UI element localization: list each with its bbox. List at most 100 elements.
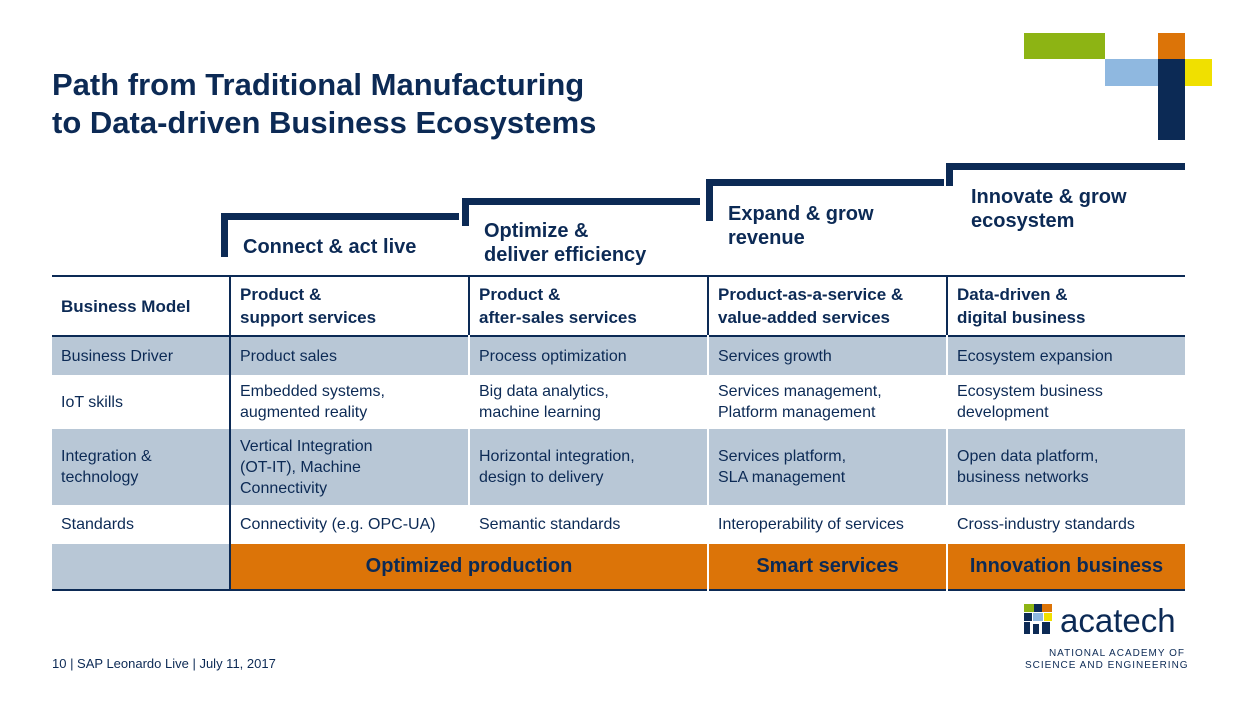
table-cell-line: Platform management: [718, 404, 876, 421]
table-cell-line: development: [957, 404, 1049, 421]
table-row: Business Driver Product sales Process op…: [52, 337, 1185, 375]
decor-square-green: [1024, 33, 1105, 59]
header-cell-line: after-sales services: [479, 308, 637, 327]
header-cell-line: Data-driven &: [957, 285, 1068, 304]
outcome-label: Smart services: [756, 555, 899, 577]
row-label-text: Standards: [61, 516, 134, 533]
table-header-row: Business Model Product & support service…: [52, 277, 1185, 335]
table-cell-line: Services growth: [718, 347, 832, 365]
page-title: Path from Traditional Manufacturing to D…: [52, 66, 812, 142]
acatech-subtitle-line: NATIONAL ACADEMY OF: [1048, 648, 1185, 659]
table-cell-line: Services platform,: [718, 448, 847, 465]
step-bracket-top: [221, 213, 459, 220]
table-cell: Interoperability of services: [709, 505, 946, 544]
decor-square-yellow: [1185, 59, 1212, 86]
header-cell-line: support services: [240, 308, 377, 327]
table-cell-line: Ecosystem expansion: [957, 347, 1113, 365]
step-innovate: Innovate & grow ecosystem: [946, 163, 1185, 263]
table-cell-line: SLA management: [718, 469, 846, 486]
step-bracket-top: [946, 163, 1185, 170]
page-title-line2: to Data-driven Business Ecosystems: [52, 105, 597, 140]
table-cell-line: augmented reality: [240, 404, 368, 421]
outcome-label: Optimized production: [365, 555, 573, 577]
step-label-line: deliver efficiency: [484, 244, 647, 266]
step-label-line: Optimize &: [484, 220, 589, 242]
step-optimize: Optimize & deliver efficiency: [462, 198, 700, 273]
table-cell: Services management, Platform management: [709, 375, 946, 429]
table-bottom-rule: [52, 589, 1185, 591]
table-column-rule: [707, 275, 709, 335]
acatech-logo: acatech NATIONAL ACADEMY OF SCIENCE AND …: [1020, 600, 1190, 680]
table-row: Standards Connectivity (e.g. OPC-UA) Sem…: [52, 505, 1185, 544]
step-label-line: revenue: [728, 227, 805, 249]
outcome-smart-services: Smart services: [709, 544, 946, 589]
row-label-text: IoT skills: [61, 393, 123, 411]
table-column-rule: [946, 275, 948, 335]
outcome-label: Innovation business: [969, 555, 1164, 577]
outcome-innovation-business: Innovation business: [948, 544, 1185, 589]
table-cell-line: business networks: [957, 469, 1089, 486]
step-bracket-top: [706, 179, 944, 186]
table-cell-line: Semantic standards: [479, 516, 621, 533]
decor-square-navy: [1158, 59, 1185, 140]
business-model-table: Business Model Product & support service…: [52, 275, 1185, 591]
header-cell-line: Product-as-a-service &: [718, 285, 904, 304]
table-cell: Semantic standards: [470, 505, 707, 544]
row-label: Business Model: [52, 277, 229, 335]
table-cell-line: Connectivity: [240, 479, 328, 497]
outcome-row: Optimized production Smart services Inno…: [52, 544, 1185, 589]
table-cell: Big data analytics, machine learning: [470, 375, 707, 429]
table-cell-line: Ecosystem business: [957, 383, 1103, 400]
header-cell-line: Product &: [479, 285, 561, 304]
acatech-subtitle-line: SCIENCE AND ENGINEERING: [1025, 660, 1189, 671]
row-label: Integration & technology: [52, 429, 229, 505]
acatech-logo-icon: [1024, 604, 1052, 634]
table-cell-line: Big data analytics,: [479, 383, 609, 400]
table-column-rule: [946, 275, 948, 591]
table-cell-line: Embedded systems,: [240, 383, 385, 400]
step-bracket-top: [462, 198, 700, 205]
table-column-rule: [468, 275, 470, 544]
table-cell-line: Vertical Integration: [240, 437, 373, 455]
table-cell: Embedded systems, augmented reality: [231, 375, 468, 429]
table-cell: Horizontal integration, design to delive…: [470, 429, 707, 505]
step-label: Expand & grow revenue: [728, 202, 874, 250]
acatech-wordmark: acatech: [1060, 602, 1176, 639]
table-column-rule: [707, 275, 709, 591]
table-cell-line: Cross-industry standards: [957, 516, 1135, 533]
table-cell: Process optimization: [470, 337, 707, 375]
table-column-rule: [468, 275, 470, 335]
step-expand: Expand & grow revenue: [706, 179, 944, 269]
table-cell: Connectivity (e.g. OPC-UA): [231, 505, 468, 544]
footer-text: 10 | SAP Leonardo Live | July 11, 2017: [52, 656, 276, 671]
header-cell-line: value-added services: [718, 308, 890, 327]
row-label: Business Driver: [52, 337, 229, 375]
decor-square-orange: [1158, 33, 1185, 59]
table-cell: Cross-industry standards: [948, 505, 1185, 544]
table-cell-line: Connectivity (e.g. OPC-UA): [240, 516, 436, 533]
table-cell: Product sales: [231, 337, 468, 375]
table-cell: Ecosystem business development: [948, 375, 1185, 429]
table-cell-line: design to delivery: [479, 469, 604, 486]
table-cell: Open data platform, business networks: [948, 429, 1185, 505]
table-cell-line: Open data platform,: [957, 448, 1099, 465]
row-label: Standards: [52, 505, 229, 544]
table-row: Integration & technology Vertical Integr…: [52, 429, 1185, 505]
row-label-text: technology: [61, 469, 139, 486]
step-label: Connect & act live: [243, 235, 416, 259]
decor-square-lightblue: [1105, 59, 1158, 86]
row-label: IoT skills: [52, 375, 229, 429]
header-cell: Product & support services: [231, 277, 468, 335]
header-cell-line: Product &: [240, 285, 322, 304]
row-label-text: Integration &: [61, 448, 152, 465]
table-cell: Vertical Integration (OT-IT), Machine Co…: [231, 429, 468, 505]
row-label-text: Business Model: [61, 296, 191, 316]
header-cell: Product & after-sales services: [470, 277, 707, 335]
step-bracket-side: [221, 213, 228, 257]
page-title-line1: Path from Traditional Manufacturing: [52, 67, 585, 102]
outcome-empty-cell: [52, 544, 229, 589]
table-top-rule: [52, 275, 1185, 277]
outcome-optimized-production: Optimized production: [231, 544, 707, 589]
step-label-line: Expand & grow: [728, 203, 874, 225]
table-cell-line: Process optimization: [479, 347, 627, 365]
